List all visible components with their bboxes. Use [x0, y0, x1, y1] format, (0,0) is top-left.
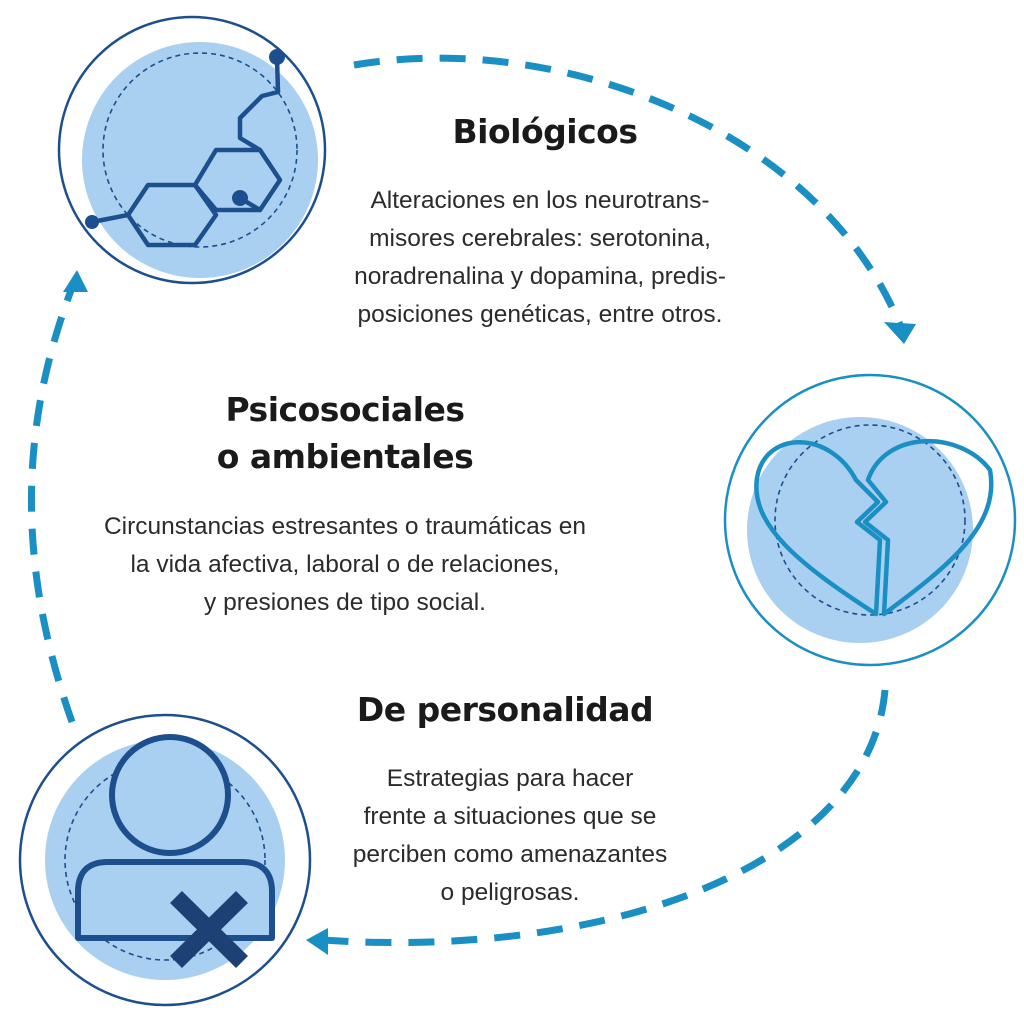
- biologicos-description: Alteraciones en los neurotrans- misores …: [320, 182, 760, 334]
- arrow-heads: [63, 270, 916, 955]
- arrowhead-right: [884, 322, 916, 344]
- psicosociales-description: Circunstancias estresantes o traumáticas…: [60, 508, 630, 622]
- arrow-top-right: [353, 54, 904, 327]
- psicosociales-title: Psicosociales o ambientales: [185, 386, 505, 480]
- person-x-icon: [18, 713, 312, 1007]
- psicosociales-line: Circunstancias estresantes o traumáticas…: [103, 513, 587, 540]
- biologicos-title: Biológicos: [452, 112, 638, 151]
- psicosociales-title-line: Psicosociales: [225, 390, 465, 429]
- personalidad-line: Estrategias para hacer: [386, 765, 634, 792]
- cycle-arrows: [28, 54, 904, 946]
- arrowhead-left: [63, 270, 88, 292]
- personalidad-line: frente a situaciones que se: [363, 803, 657, 830]
- psicosociales-line: la vida afectiva, laboral o de relacione…: [130, 551, 560, 578]
- molecule-icon: [57, 15, 327, 285]
- psicosociales-line: y presiones de tipo social.: [204, 589, 486, 616]
- personalidad-line: perciben como amenazantes: [352, 841, 668, 868]
- biologicos-line: Alteraciones en los neurotrans-: [370, 187, 710, 214]
- arrow-left: [28, 278, 79, 724]
- arrow-bottom: [321, 689, 889, 946]
- psicosociales-title-line: o ambientales: [216, 437, 474, 476]
- broken-heart-icon: [723, 373, 1017, 667]
- biologicos-line: posiciones genéticas, entre otros.: [357, 301, 723, 328]
- personalidad-title: De personalidad: [356, 690, 654, 729]
- biologicos-line: noradrenalina y dopamina, predis-: [354, 263, 726, 290]
- arrowhead-bottom: [306, 928, 328, 955]
- personalidad-description: Estrategias para hacer frente a situacio…: [320, 760, 700, 912]
- biologicos-line: misores cerebrales: serotonina,: [369, 225, 711, 252]
- personalidad-line: o peligrosas.: [440, 879, 580, 906]
